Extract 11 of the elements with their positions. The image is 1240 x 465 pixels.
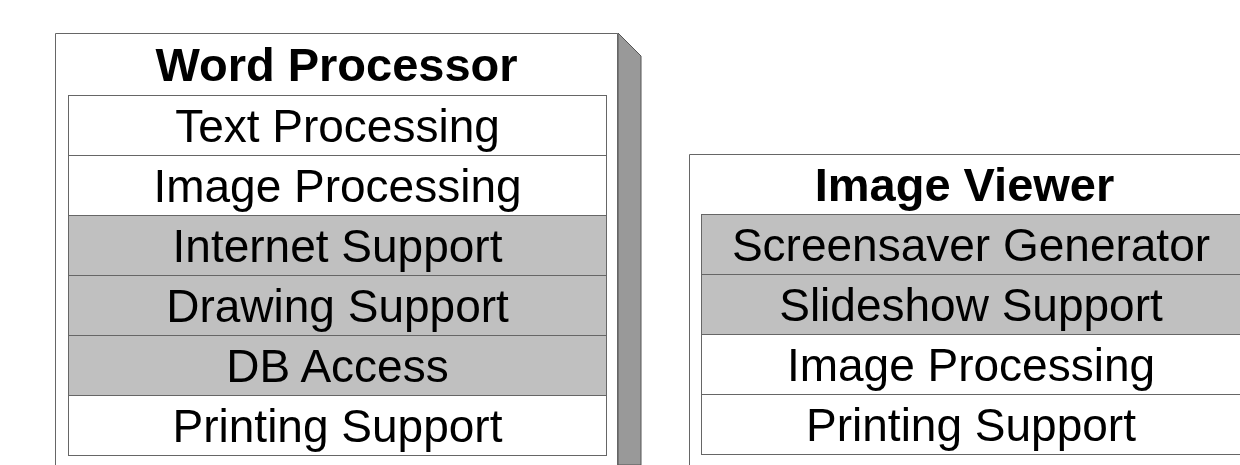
feature-row: Internet Support — [68, 215, 607, 276]
component-title: Word Processor — [154, 36, 519, 93]
feature-row: DB Access — [68, 335, 607, 396]
feature-row: Text Processing — [68, 95, 607, 156]
feature-row: Image Processing — [68, 155, 607, 216]
feature-row: Slideshow Support — [701, 274, 1240, 335]
feature-row: Printing Support — [68, 395, 607, 456]
feature-row: Screensaver Generator — [701, 214, 1240, 275]
component-title: Image Viewer — [813, 156, 1116, 213]
feature-row: Printing Support — [701, 394, 1240, 455]
feature-row: Drawing Support — [68, 275, 607, 336]
